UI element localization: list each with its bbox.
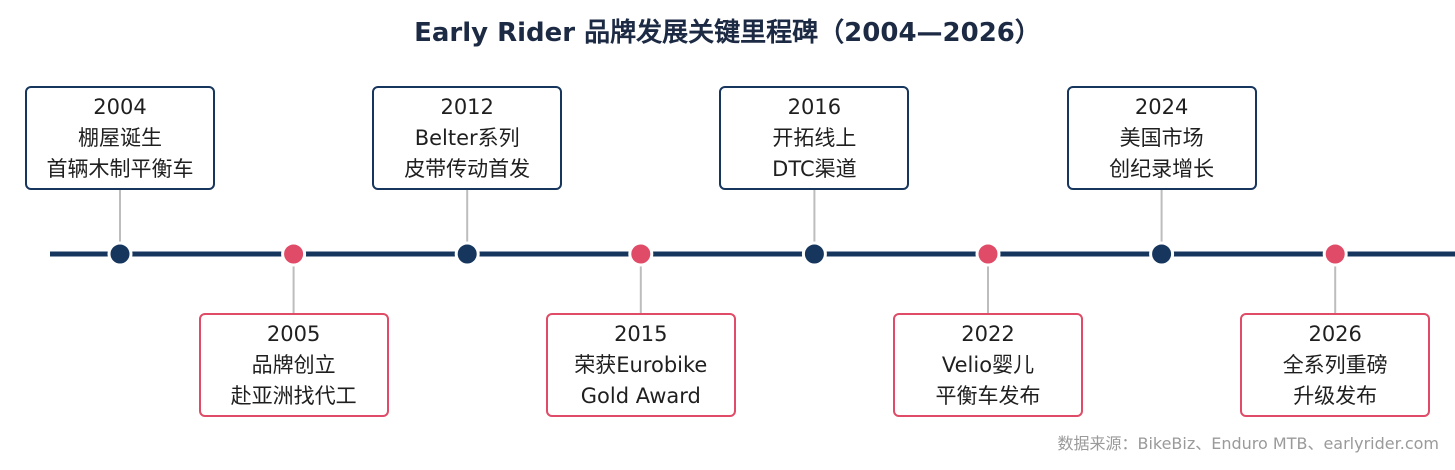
milestone-marker (628, 241, 654, 267)
milestone-card: 2024 美国市场创纪录增长 (1066, 86, 1257, 190)
milestone-year: 2022 (961, 321, 1015, 346)
milestone-marker (975, 241, 1001, 267)
milestone-line1: Velio婴儿 (941, 352, 1035, 377)
source-note: 数据来源：BikeBiz、Enduro MTB、earlyrider.com (1057, 434, 1439, 453)
milestone-marker (107, 241, 133, 267)
milestone-card: 2005 品牌创立赴亚洲找代工 (198, 313, 389, 417)
milestone-line2: 升级发布 (1293, 383, 1378, 408)
milestone-year: 2005 (266, 321, 321, 346)
milestone-line2: Gold Award (580, 383, 701, 408)
milestone-marker (281, 241, 307, 267)
milestone-marker (454, 241, 480, 267)
milestone-line2: DTC渠道 (772, 156, 857, 181)
milestone-year: 2015 (614, 321, 668, 346)
milestone-card: 2016 开拓线上 DTC渠道 (719, 86, 910, 190)
milestone-line2: 创纪录增长 (1109, 156, 1215, 181)
milestone-card: 2026 全系列重磅升级发布 (1240, 313, 1431, 417)
milestone-card: 2004 棚屋诞生首辆木制平衡车 (25, 86, 215, 190)
milestone-year: 2012 (440, 94, 494, 119)
milestone-line1: 荣获Eurobike (574, 352, 708, 377)
milestone-line1: 品牌创立 (251, 352, 336, 377)
milestone-year: 2024 (1134, 94, 1189, 119)
milestone-marker (1322, 241, 1348, 267)
milestone-line1: 全系列重磅 (1282, 352, 1388, 377)
milestone-year: 2026 (1308, 321, 1362, 346)
milestone-line1: 开拓线上 (772, 125, 857, 150)
milestone-line2: 平衡车发布 (935, 383, 1041, 408)
milestone-line2: 首辆木制平衡车 (46, 156, 194, 181)
milestone-line2: 皮带传动首发 (404, 156, 531, 181)
milestone-marker (1149, 241, 1175, 267)
milestone-line1: 美国市场 (1119, 125, 1204, 150)
chart-title: Early Rider 品牌发展关键里程碑（2004—2026） (414, 18, 1041, 48)
milestone-year: 2004 (93, 94, 147, 119)
milestone-marker (801, 241, 827, 267)
milestone-year: 2016 (787, 94, 842, 119)
milestone-line2: 赴亚洲找代工 (230, 383, 357, 408)
milestone-line1: 棚屋诞生 (78, 125, 162, 150)
milestone-line1: Belter系列 (414, 125, 520, 150)
